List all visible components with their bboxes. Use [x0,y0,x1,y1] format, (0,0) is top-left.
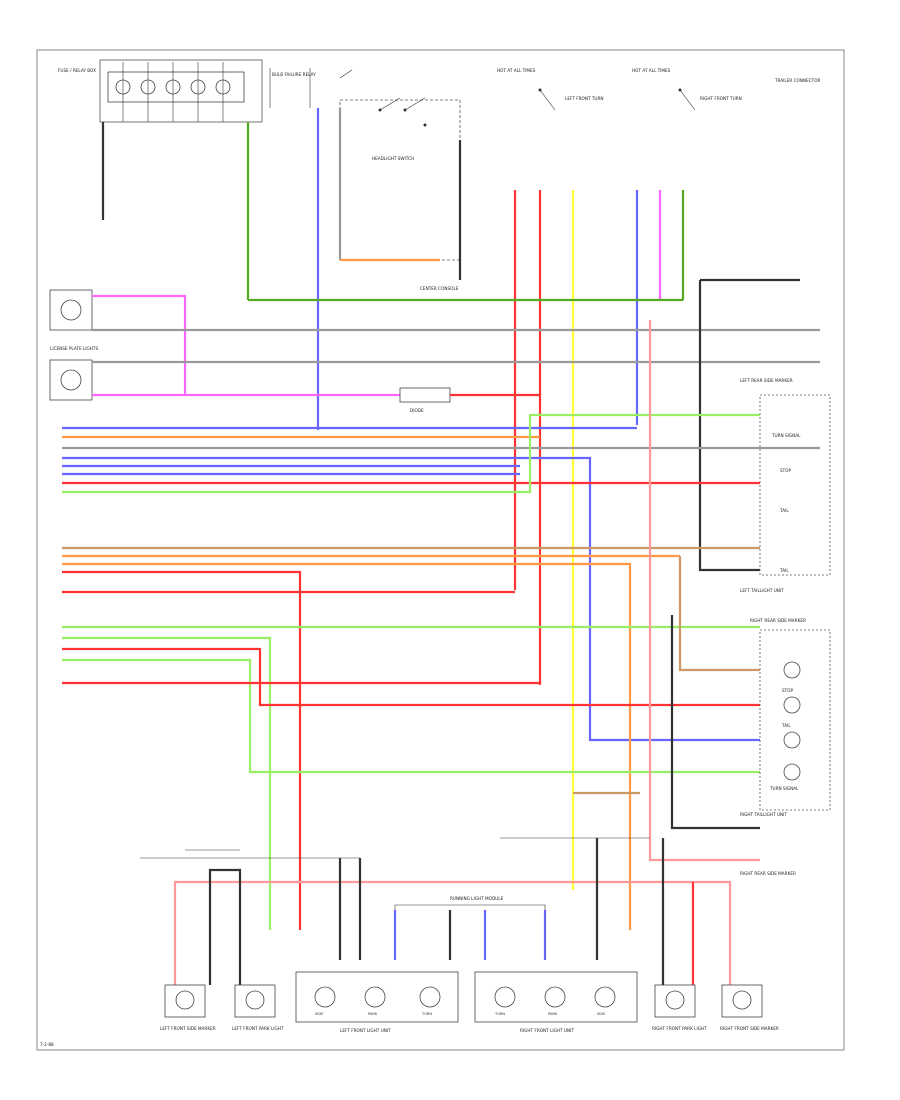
turn-label: TURN [421,1012,432,1016]
right-taillight-unit: RIGHT REAR SIDE MARKER STOP TAIL TURN SI… [740,618,831,817]
diagram-frame [36,49,845,1051]
running-light-label: RUNNING LIGHT MODULE [450,896,504,901]
turn-label-2: TURN [494,1012,505,1016]
diode-label: DIODE [410,408,424,413]
left-front-park-light: LEFT FRONT PARK LIGHT [232,984,284,1031]
fuse-box: FUSE / RELAY BOX [58,59,263,123]
turn-signal-label: TURN SIGNAL [771,433,801,438]
license-plate-label: LICENSE PLATE LIGHTS [50,346,98,351]
tail-label: TAIL [779,508,789,513]
side-label-2: SIDE [597,1012,606,1016]
tail-label-2: TAIL [779,568,789,573]
side-label: SIDE [315,1012,324,1016]
left-front-unit-label: LEFT FRONT LIGHT UNIT [340,1028,391,1033]
left-front-light-unit: SIDE PARK TURN LEFT FRONT LIGHT UNIT [295,971,459,1033]
turn-switch-left-label: LEFT FRONT TURN [565,96,604,101]
right-front-light-unit: TURN PARK SIDE RIGHT FRONT LIGHT UNIT [474,971,638,1033]
headlight-switch: HEADLIGHT SWITCH [339,97,461,261]
top-vertical-wires [101,108,685,890]
turn-signal-label-2: TURN SIGNAL [769,786,799,791]
bulb-failure-relay: BULB FAILURE RELAY [269,68,353,108]
fuse-box-label: FUSE / RELAY BOX [58,68,96,73]
diagram-code: 7-2-88 [40,1042,54,1047]
tail-label-3: TAIL [781,723,791,728]
right-front-park-light: RIGHT FRONT PARK LIGHT [652,984,707,1031]
center-console-label: CENTER CONSOLE [420,286,459,291]
right-rear-side-label: RIGHT REAR SIDE MARKER [750,618,806,623]
license-plate-lights: LICENSE PLATE LIGHTS [49,289,98,401]
hot-label-2: HOT AT ALL TIMES [632,68,671,73]
hot-label-1: HOT AT ALL TIMES [497,68,536,73]
left-rear-side-label: LEFT REAR SIDE MARKER [740,378,793,383]
right-tail-unit-label: RIGHT TAILLIGHT UNIT [740,812,787,817]
left-front-side-marker: LEFT FRONT SIDE MARKER [160,984,216,1031]
right-front-side-marker: RIGHT FRONT SIDE MARKER [720,984,779,1031]
park-label: PARK [368,1012,378,1016]
right-rear-side-label-2: RIGHT REAR SIDE MARKER [740,871,796,876]
diode: DIODE [399,387,451,413]
bus-wires-2 [62,546,760,930]
turn-switch-right-label: RIGHT FRONT TURN [700,96,742,101]
left-taillight-unit: LEFT REAR SIDE MARKER TURN SIGNAL STOP T… [740,378,831,593]
running-light-module: RUNNING LIGHT MODULE [140,837,650,910]
right-front-unit-label: RIGHT FRONT LIGHT UNIT [520,1028,574,1033]
left-front-park-label: LEFT FRONT PARK LIGHT [232,1026,284,1031]
left-front-side-label: LEFT FRONT SIDE MARKER [160,1026,216,1031]
turn-switch-left: HOT AT ALL TIMES LEFT FRONT TURN [497,68,604,111]
stop-label: STOP [780,468,792,473]
bulb-failure-relay-label: BULB FAILURE RELAY [272,72,316,77]
right-front-park-label: RIGHT FRONT PARK LIGHT [652,1026,707,1031]
park-label-2: PARK [548,1012,558,1016]
headlight-switch-label: HEADLIGHT SWITCH [372,156,414,161]
bus-wires-3 [62,625,760,930]
trailer-label: TRAILER CONNECTOR [774,78,821,83]
left-tail-unit-label: LEFT TAILLIGHT UNIT [740,588,784,593]
turn-switch-right: HOT AT ALL TIMES RIGHT FRONT TURN [632,68,742,111]
right-front-side-label: RIGHT FRONT SIDE MARKER [720,1026,779,1031]
stop-label-2: STOP [782,688,794,693]
bus-wires [62,413,820,742]
